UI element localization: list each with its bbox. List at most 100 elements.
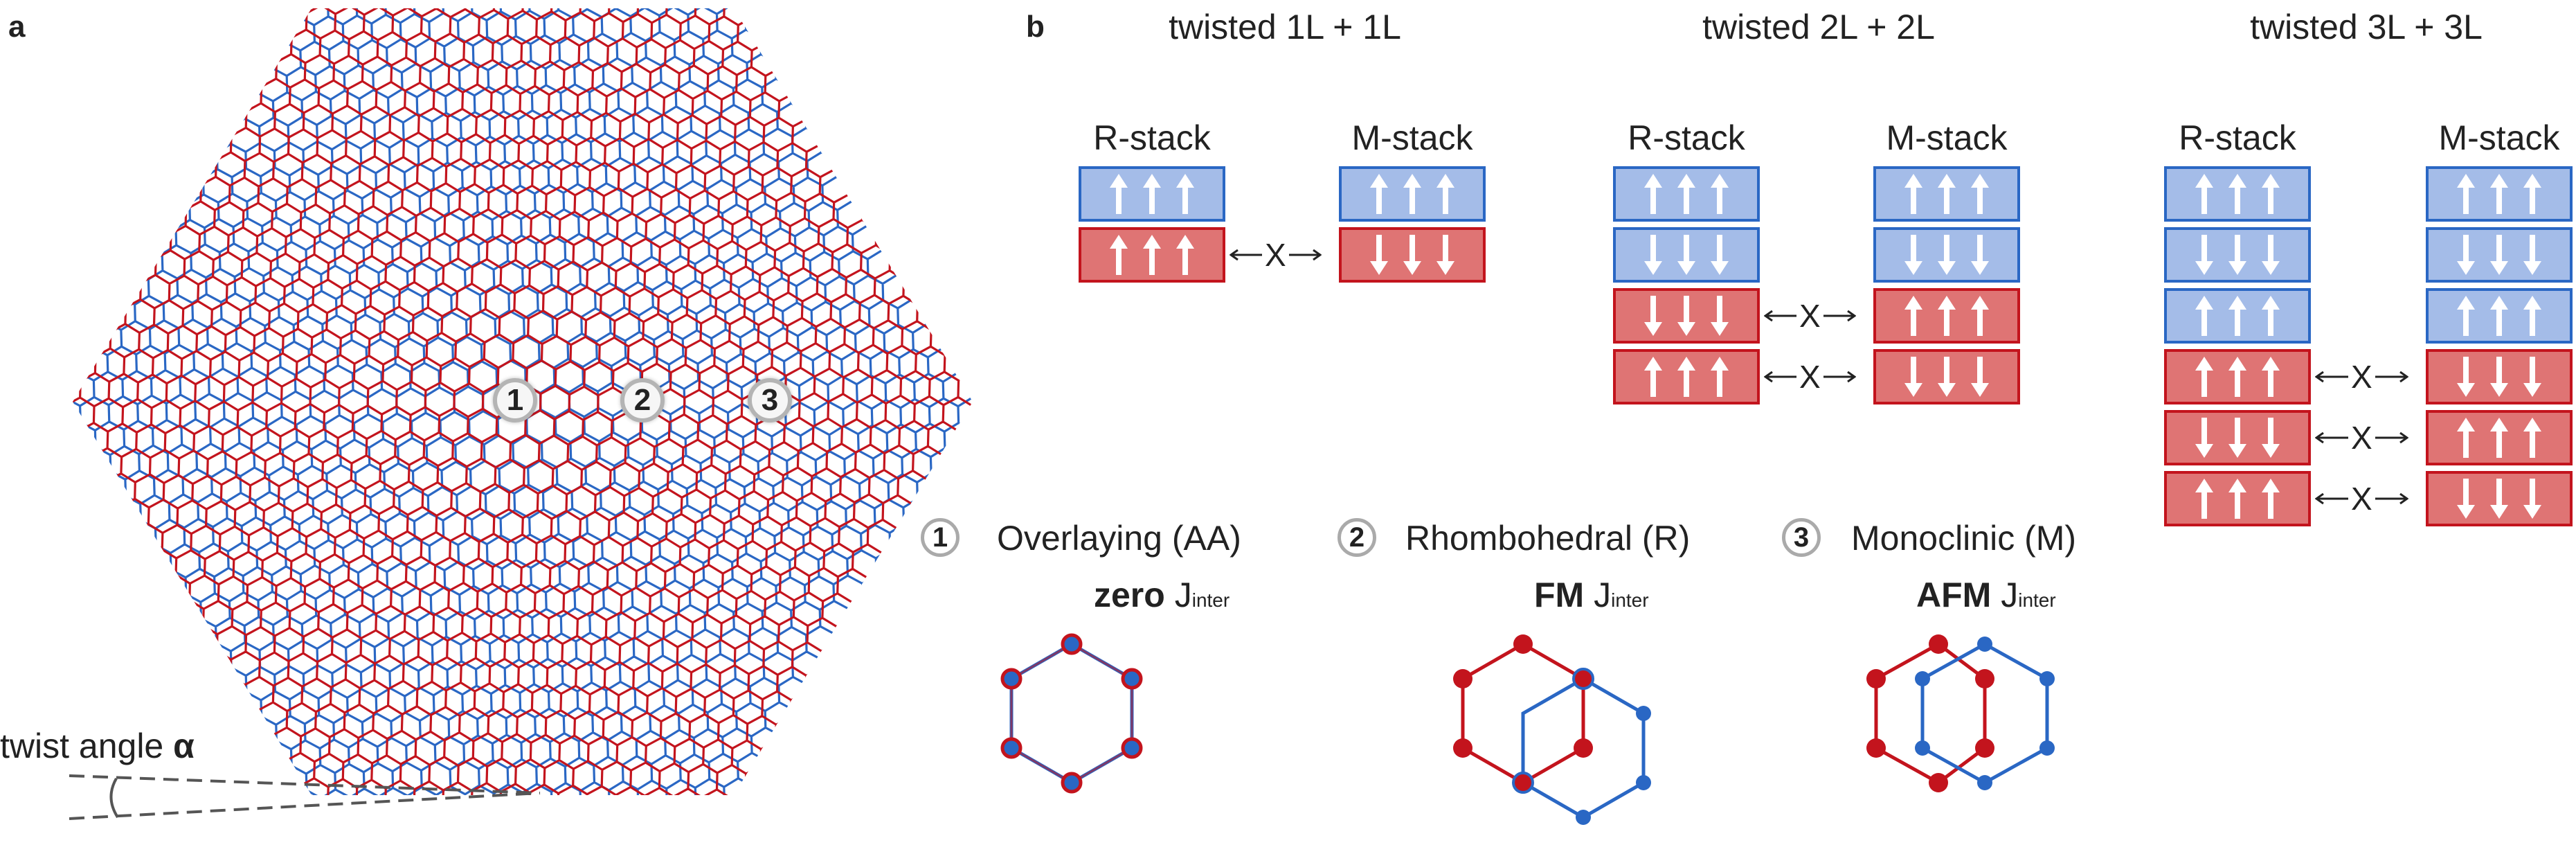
spin-up-arrow-icon bbox=[1711, 174, 1729, 214]
spin-up-arrow-icon bbox=[2523, 174, 2541, 214]
arrow-left-icon bbox=[1764, 310, 1796, 322]
spin-up-arrow-icon bbox=[2457, 296, 2475, 336]
m-stack-red-layer bbox=[2426, 471, 2573, 526]
twist-angle-label: twist angle α bbox=[0, 727, 195, 765]
spin-up-arrow-icon bbox=[1938, 296, 1956, 336]
spin-up-arrow-icon bbox=[2262, 357, 2280, 397]
m-stack-label-2l: M-stack bbox=[1886, 118, 2008, 157]
legend-number-2: 2 bbox=[1337, 518, 1376, 557]
m-stack-label-1l: M-stack bbox=[1351, 118, 1473, 157]
spin-down-arrow-icon bbox=[2228, 418, 2246, 458]
r-stack-red-layer bbox=[1613, 288, 1760, 344]
legend-number-1: 1 bbox=[921, 518, 960, 557]
spin-down-arrow-icon bbox=[2490, 235, 2508, 275]
x-symbol: X bbox=[1799, 359, 1821, 395]
spin-up-arrow-icon bbox=[1176, 174, 1194, 214]
legend-number-3: 3 bbox=[1782, 518, 1821, 557]
spin-up-arrow-icon bbox=[2457, 418, 2475, 458]
column-title-1l: twisted 1L + 1L bbox=[1169, 8, 1401, 46]
r-stack-red-layer bbox=[1079, 227, 1225, 283]
spin-up-arrow-icon bbox=[1176, 235, 1194, 275]
x-symbol: X bbox=[1799, 298, 1821, 334]
spin-up-arrow-icon bbox=[2490, 174, 2508, 214]
spin-up-arrow-icon bbox=[2490, 418, 2508, 458]
spin-down-arrow-icon bbox=[2228, 235, 2246, 275]
spin-up-arrow-icon bbox=[1904, 174, 1922, 214]
site-marker-2: 2 bbox=[620, 378, 665, 423]
spin-up-arrow-icon bbox=[2523, 296, 2541, 336]
legend-coupling-1: zero Jinter bbox=[1094, 576, 1230, 614]
r-stack-blue-layer bbox=[2164, 166, 2311, 222]
m-stack-red-layer bbox=[1873, 349, 2020, 404]
stacking-diagram-r bbox=[1453, 634, 1651, 825]
spin-down-arrow-icon bbox=[2523, 357, 2541, 397]
spin-down-arrow-icon bbox=[2457, 235, 2475, 275]
spin-down-arrow-icon bbox=[2457, 479, 2475, 519]
spin-up-arrow-icon bbox=[2195, 479, 2213, 519]
r-stack-label-3l: R-stack bbox=[2179, 118, 2296, 157]
spin-down-arrow-icon bbox=[1403, 235, 1421, 275]
spin-up-arrow-icon bbox=[1677, 174, 1695, 214]
panel-a-letter: a bbox=[8, 10, 26, 44]
exchange-blocked-connector: X bbox=[2315, 420, 2408, 455]
spin-down-arrow-icon bbox=[1677, 235, 1695, 275]
spin-down-arrow-icon bbox=[2262, 418, 2280, 458]
m-stack-blue-layer bbox=[1873, 227, 2020, 283]
arrow-left-icon bbox=[2315, 432, 2348, 444]
spin-down-arrow-icon bbox=[1938, 357, 1956, 397]
spin-up-arrow-icon bbox=[2195, 296, 2213, 336]
spin-down-arrow-icon bbox=[1436, 235, 1454, 275]
arrow-left-icon bbox=[1764, 371, 1796, 383]
r-stack-label-1l: R-stack bbox=[1093, 118, 1211, 157]
r-stack-red-layer bbox=[2164, 410, 2311, 465]
r-stack-blue-layer bbox=[2164, 288, 2311, 344]
spin-up-arrow-icon bbox=[1904, 296, 1922, 336]
spin-down-arrow-icon bbox=[1971, 235, 1989, 275]
arrow-right-icon bbox=[1823, 310, 1856, 322]
spin-down-arrow-icon bbox=[2523, 235, 2541, 275]
r-stack-label-2l: R-stack bbox=[1628, 118, 1745, 157]
legend-title-1: Overlaying (AA) bbox=[997, 519, 1241, 558]
spin-up-arrow-icon bbox=[2523, 418, 2541, 458]
spin-down-arrow-icon bbox=[1370, 235, 1388, 275]
spin-up-arrow-icon bbox=[1110, 235, 1128, 275]
spin-down-arrow-icon bbox=[1711, 296, 1729, 336]
spin-up-arrow-icon bbox=[1677, 357, 1695, 397]
x-symbol: X bbox=[2351, 359, 2372, 395]
arrow-left-icon bbox=[1230, 249, 1262, 261]
r-stack-red-layer bbox=[2164, 471, 2311, 526]
spin-up-arrow-icon bbox=[2262, 296, 2280, 336]
spin-up-arrow-icon bbox=[1644, 174, 1662, 214]
arrow-right-icon bbox=[1823, 371, 1856, 383]
spin-down-arrow-icon bbox=[1644, 235, 1662, 275]
r-stack-blue-layer bbox=[1613, 166, 1760, 222]
arrow-right-icon bbox=[2375, 371, 2408, 383]
spin-up-arrow-icon bbox=[1143, 235, 1161, 275]
spin-up-arrow-icon bbox=[1403, 174, 1421, 214]
spin-up-arrow-icon bbox=[1644, 357, 1662, 397]
spin-down-arrow-icon bbox=[2262, 235, 2280, 275]
spin-down-arrow-icon bbox=[1711, 235, 1729, 275]
r-stack-red-layer bbox=[1613, 349, 1760, 404]
spin-down-arrow-icon bbox=[1904, 357, 1922, 397]
exchange-blocked-connector: X bbox=[1230, 238, 1322, 272]
spin-up-arrow-icon bbox=[2228, 174, 2246, 214]
arrow-right-icon bbox=[1288, 249, 1322, 261]
arrow-right-icon bbox=[2375, 492, 2408, 505]
column-title-3l: twisted 3L + 3L bbox=[2250, 8, 2483, 46]
exchange-blocked-connector: X bbox=[2315, 481, 2408, 516]
spin-up-arrow-icon bbox=[1971, 296, 1989, 336]
spin-up-arrow-icon bbox=[1110, 174, 1128, 214]
spin-up-arrow-icon bbox=[1370, 174, 1388, 214]
spin-down-arrow-icon bbox=[1971, 357, 1989, 397]
stacking-diagram-m bbox=[1866, 634, 2055, 792]
exchange-blocked-connector: X bbox=[2315, 359, 2408, 394]
m-stack-blue-layer bbox=[1339, 166, 1486, 222]
m-stack-red-layer bbox=[2426, 349, 2573, 404]
exchange-blocked-connector: X bbox=[1764, 299, 1856, 333]
spin-up-arrow-icon bbox=[2228, 479, 2246, 519]
r-stack-blue-layer bbox=[1079, 166, 1225, 222]
x-symbol: X bbox=[2351, 481, 2372, 517]
spin-down-arrow-icon bbox=[2457, 357, 2475, 397]
m-stack-red-layer bbox=[2426, 410, 2573, 465]
